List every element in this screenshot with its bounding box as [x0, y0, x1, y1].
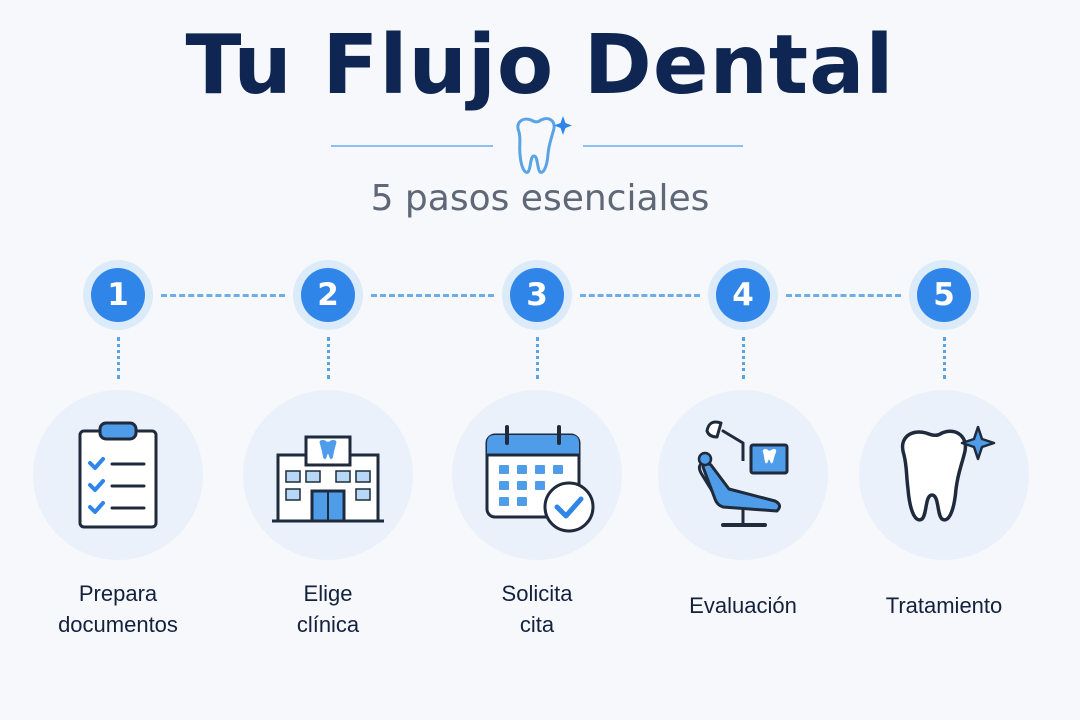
step-icon-circle	[33, 390, 203, 560]
step-vertical-connector	[117, 337, 120, 379]
step-icon-circle	[452, 390, 622, 560]
page-subtitle: 5 pasos esenciales	[370, 178, 710, 219]
step-icon-circle	[243, 390, 413, 560]
tooth-sparkle-icon	[900, 425, 996, 522]
step-label: Tratamiento	[844, 590, 1044, 621]
step-label: Prepara documentos	[18, 578, 218, 640]
dental-chair-icon	[697, 420, 789, 527]
tooth-sparkle-icon	[516, 116, 572, 174]
clipboard-checklist-icon	[78, 421, 158, 529]
clinic-building-icon	[272, 435, 384, 523]
page-title: Tu Flujo Dental	[185, 18, 895, 113]
step-icon-circle	[859, 390, 1029, 560]
step-label: Solicita cita	[437, 578, 637, 640]
step-label-line: cita	[519, 612, 555, 637]
step-number: 2	[301, 268, 355, 322]
step-number: 4	[716, 268, 770, 322]
step-number: 1	[91, 268, 145, 322]
step-number-badge: 2	[293, 260, 363, 330]
step-number-badge: 1	[83, 260, 153, 330]
step-label-line: Prepara	[78, 581, 158, 606]
calendar-check-icon	[485, 425, 595, 533]
step-label: Elige clínica	[228, 578, 428, 640]
step-vertical-connector	[536, 337, 539, 379]
step-number-badge: 5	[909, 260, 979, 330]
step-icon-circle	[658, 390, 828, 560]
step-vertical-connector	[742, 337, 745, 379]
step-number-badge: 3	[502, 260, 572, 330]
title-divider-left	[331, 145, 493, 147]
step-label: Evaluación	[643, 590, 843, 621]
step-number: 5	[917, 268, 971, 322]
step-label-line: Elige	[303, 581, 353, 606]
step-label-line: Evaluación	[689, 593, 797, 618]
step-number: 3	[510, 268, 564, 322]
step-label-line: Tratamiento	[885, 593, 1003, 618]
step-connector	[161, 294, 285, 297]
step-label-line: Solicita	[501, 581, 573, 606]
step-vertical-connector	[943, 337, 946, 379]
step-connector	[580, 294, 700, 297]
step-label-line: clínica	[296, 612, 360, 637]
step-label-line: documentos	[58, 612, 178, 637]
title-divider-right	[583, 145, 743, 147]
step-vertical-connector	[327, 337, 330, 379]
step-connector	[371, 294, 494, 297]
step-number-badge: 4	[708, 260, 778, 330]
step-connector	[786, 294, 901, 297]
